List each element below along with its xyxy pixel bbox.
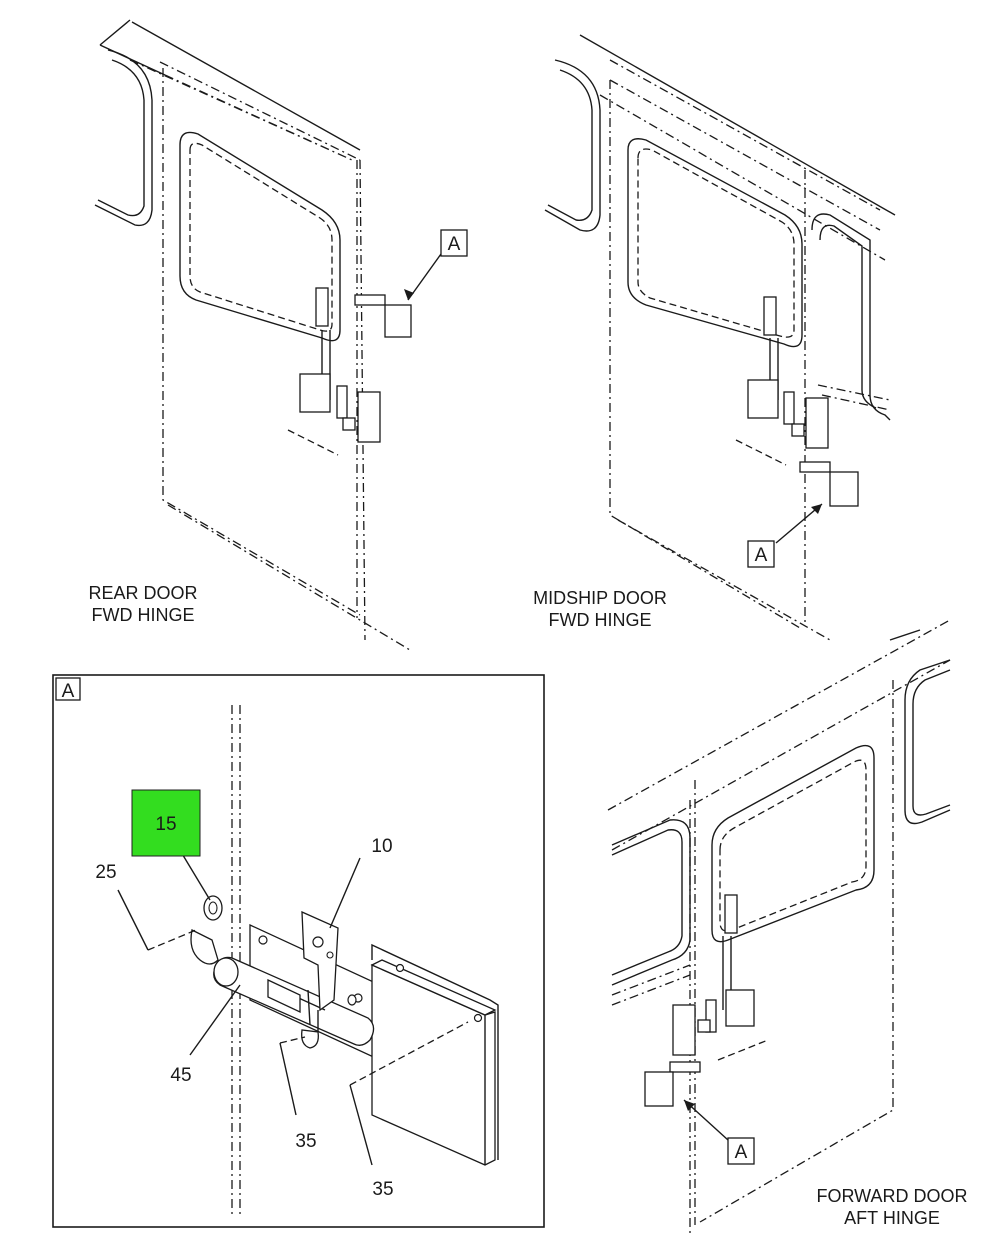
forward-door-caption-line2: AFT HINGE	[844, 1208, 940, 1228]
rear-door-detail-ref-box	[440, 229, 468, 257]
midship-door-caption-line2: FWD HINGE	[549, 610, 652, 630]
rear-door-view: A REAR DOOR FWD HINGE	[88, 19, 468, 651]
rear-door-caption-line1: REAR DOOR	[88, 583, 197, 603]
rear-door-caption-line2: FWD HINGE	[92, 605, 195, 625]
callout-10: 10	[371, 836, 392, 857]
callout-25: 25	[95, 862, 116, 883]
detail-a-title: A	[62, 681, 75, 702]
callout-15: 15	[155, 814, 176, 835]
midship-door-detail-ref: A	[755, 545, 768, 566]
callout-45: 45	[170, 1065, 191, 1086]
midship-door-caption-line1: MIDSHIP DOOR	[533, 588, 667, 608]
callout-15-highlight	[131, 789, 201, 857]
forward-door-caption-line1: FORWARD DOOR	[817, 1186, 968, 1206]
midship-door-view: A MIDSHIP DOOR FWD HINGE	[533, 34, 896, 641]
midship-door-detail-ref-box	[747, 540, 775, 568]
detail-a-panel: A	[52, 674, 545, 1228]
forward-door-detail-ref: A	[735, 1142, 748, 1163]
forward-door-view: A FORWARD DOOR AFT HINGE	[607, 619, 968, 1235]
forward-door-hinge	[644, 1061, 701, 1107]
rear-door-hinge	[354, 294, 412, 338]
forward-door-detail-ref-box	[727, 1137, 755, 1165]
callout-35-lower-pin: 35	[295, 1131, 316, 1152]
midship-door-hinge	[799, 461, 859, 507]
callout-35-block: 35	[372, 1179, 393, 1200]
rear-door-detail-ref: A	[448, 234, 461, 255]
